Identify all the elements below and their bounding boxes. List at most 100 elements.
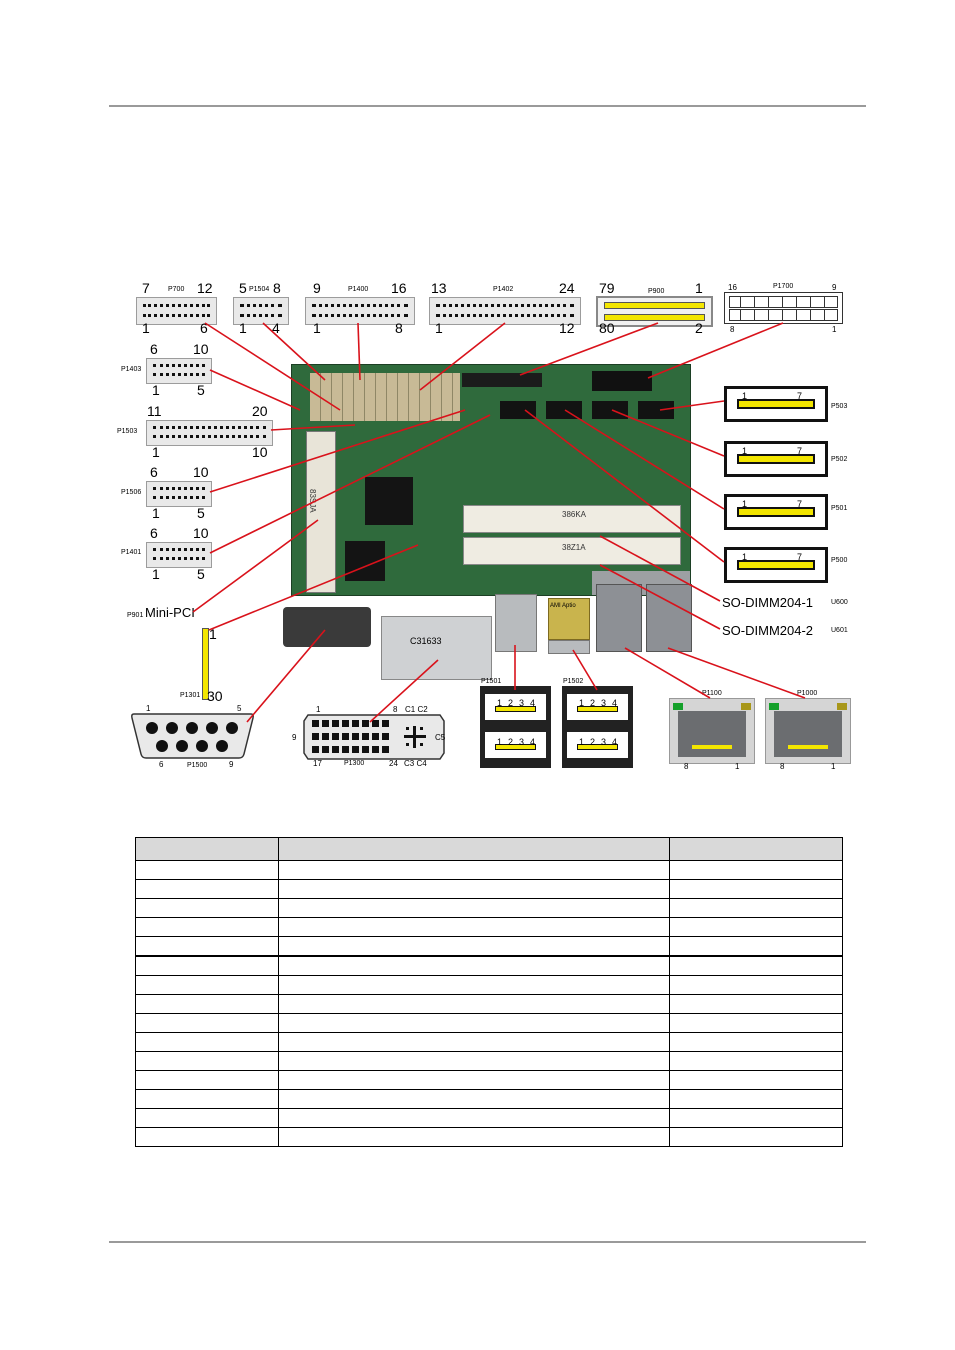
mini-pci-slot xyxy=(306,431,336,593)
p900-br: 2 xyxy=(695,320,703,336)
p503-right-pin: 7 xyxy=(797,391,803,401)
footer-rule xyxy=(109,1241,866,1243)
p1301-top-pin: 1 xyxy=(209,626,217,642)
so-dimm-1-label: SO-DIMM204-1 xyxy=(722,595,814,610)
usb-p1502 xyxy=(562,686,633,768)
sata-p502 xyxy=(724,441,828,477)
table-row xyxy=(135,898,843,918)
p1504-name: P1504 xyxy=(249,286,270,293)
table-cell xyxy=(278,1032,670,1052)
table-cell xyxy=(278,936,670,957)
p1401-br: 5 xyxy=(197,566,205,582)
dimm1-mark: 386KA xyxy=(562,510,587,519)
table-cell xyxy=(135,955,279,976)
p1504-bl: 1 xyxy=(239,320,247,336)
table-cell xyxy=(669,994,843,1014)
vga-br: 9 xyxy=(229,760,234,769)
table-row xyxy=(135,917,843,937)
so-dimm-1-name: U600 xyxy=(831,599,848,606)
p1400-tr: 16 xyxy=(391,280,407,296)
p1403-tr: 10 xyxy=(193,341,209,357)
vga-tr: 5 xyxy=(237,704,242,713)
p900-bl: 80 xyxy=(599,320,615,336)
power-connector xyxy=(592,371,652,391)
table-cell xyxy=(135,1032,279,1052)
vga-port-photo xyxy=(283,607,371,647)
p1401-tl: 6 xyxy=(150,525,158,541)
p900-header xyxy=(596,296,713,327)
table-row xyxy=(135,1127,843,1147)
p1400-header xyxy=(305,297,415,325)
p1501-name: P1501 xyxy=(481,678,502,685)
dvi-chip-mark: C31633 xyxy=(410,636,442,646)
vga-tl: 1 xyxy=(146,704,151,713)
p503-name: P503 xyxy=(831,403,848,410)
p500-left-pin: 1 xyxy=(742,552,748,562)
p1700-tr: 9 xyxy=(832,283,837,292)
p700-bl: 1 xyxy=(142,320,150,336)
p501-name: P501 xyxy=(831,505,848,512)
vga-name: P1500 xyxy=(187,762,208,769)
table-cell xyxy=(135,994,279,1014)
table-cell xyxy=(278,1127,670,1147)
sata-p500 xyxy=(724,547,828,583)
table-header-cell xyxy=(278,837,670,861)
p1401-header xyxy=(146,542,212,568)
p900-tl: 79 xyxy=(599,280,615,296)
table-cell xyxy=(278,1108,670,1128)
lan-port-photo-1 xyxy=(596,584,642,652)
table-cell xyxy=(135,1070,279,1090)
dvi-c-bot: C3 C4 xyxy=(404,759,427,768)
lan-p1000 xyxy=(765,698,851,764)
p1402-bl: 1 xyxy=(435,320,443,336)
p1502-lower-pin-2: 2 xyxy=(590,737,596,747)
dimm2-mark: 38Z1A xyxy=(562,543,586,552)
table-cell xyxy=(135,917,279,937)
table-cell xyxy=(669,955,843,976)
p1501-lower-pin-2: 2 xyxy=(508,737,514,747)
p1504-tr: 8 xyxy=(273,280,281,296)
p1502-pin-2: 2 xyxy=(590,698,596,708)
table-row xyxy=(135,975,843,995)
p1000-right-pin: 1 xyxy=(831,762,836,771)
table-cell xyxy=(135,1127,279,1147)
p500-right-pin: 7 xyxy=(797,552,803,562)
table-cell xyxy=(135,1089,279,1109)
p501-left-pin: 1 xyxy=(742,499,748,509)
p1502-pin-1: 1 xyxy=(579,698,585,708)
p1402-tl: 13 xyxy=(431,280,447,296)
usb-p1501 xyxy=(480,686,551,768)
p1402-tr: 24 xyxy=(559,280,575,296)
table-cell xyxy=(278,1089,670,1109)
dvi-name: P1300 xyxy=(344,760,365,767)
p901-name: P901 xyxy=(127,612,144,619)
table-cell xyxy=(669,917,843,937)
cpu-chip xyxy=(365,477,413,525)
p1400-bl: 1 xyxy=(313,320,321,336)
p1503-bl: 1 xyxy=(152,444,160,460)
table-row xyxy=(135,1013,843,1033)
p1506-name: P1506 xyxy=(121,489,142,496)
table-cell xyxy=(669,1070,843,1090)
p1301-bottom-pin: 30 xyxy=(207,688,223,704)
p1403-name: P1403 xyxy=(121,366,142,373)
p1301-name: P1301 xyxy=(180,692,201,699)
p1700-br: 1 xyxy=(832,325,837,334)
table-cell xyxy=(278,955,670,976)
p1502-pin-4: 4 xyxy=(612,698,618,708)
table-cell xyxy=(669,975,843,995)
sata-p503 xyxy=(724,386,828,422)
p1700-name: P1700 xyxy=(773,283,794,290)
table-cell xyxy=(669,1051,843,1071)
p1400-tl: 9 xyxy=(313,280,321,296)
p1700-header xyxy=(724,292,843,324)
so-dimm-2-label: SO-DIMM204-2 xyxy=(722,623,814,638)
table-row xyxy=(135,1070,843,1090)
table-cell xyxy=(669,936,843,957)
table-header-cell xyxy=(135,837,279,861)
p1403-bl: 1 xyxy=(152,382,160,398)
table-cell xyxy=(669,1127,843,1147)
vga-bl: 6 xyxy=(159,760,164,769)
p1401-tr: 10 xyxy=(193,525,209,541)
table-cell xyxy=(278,975,670,995)
